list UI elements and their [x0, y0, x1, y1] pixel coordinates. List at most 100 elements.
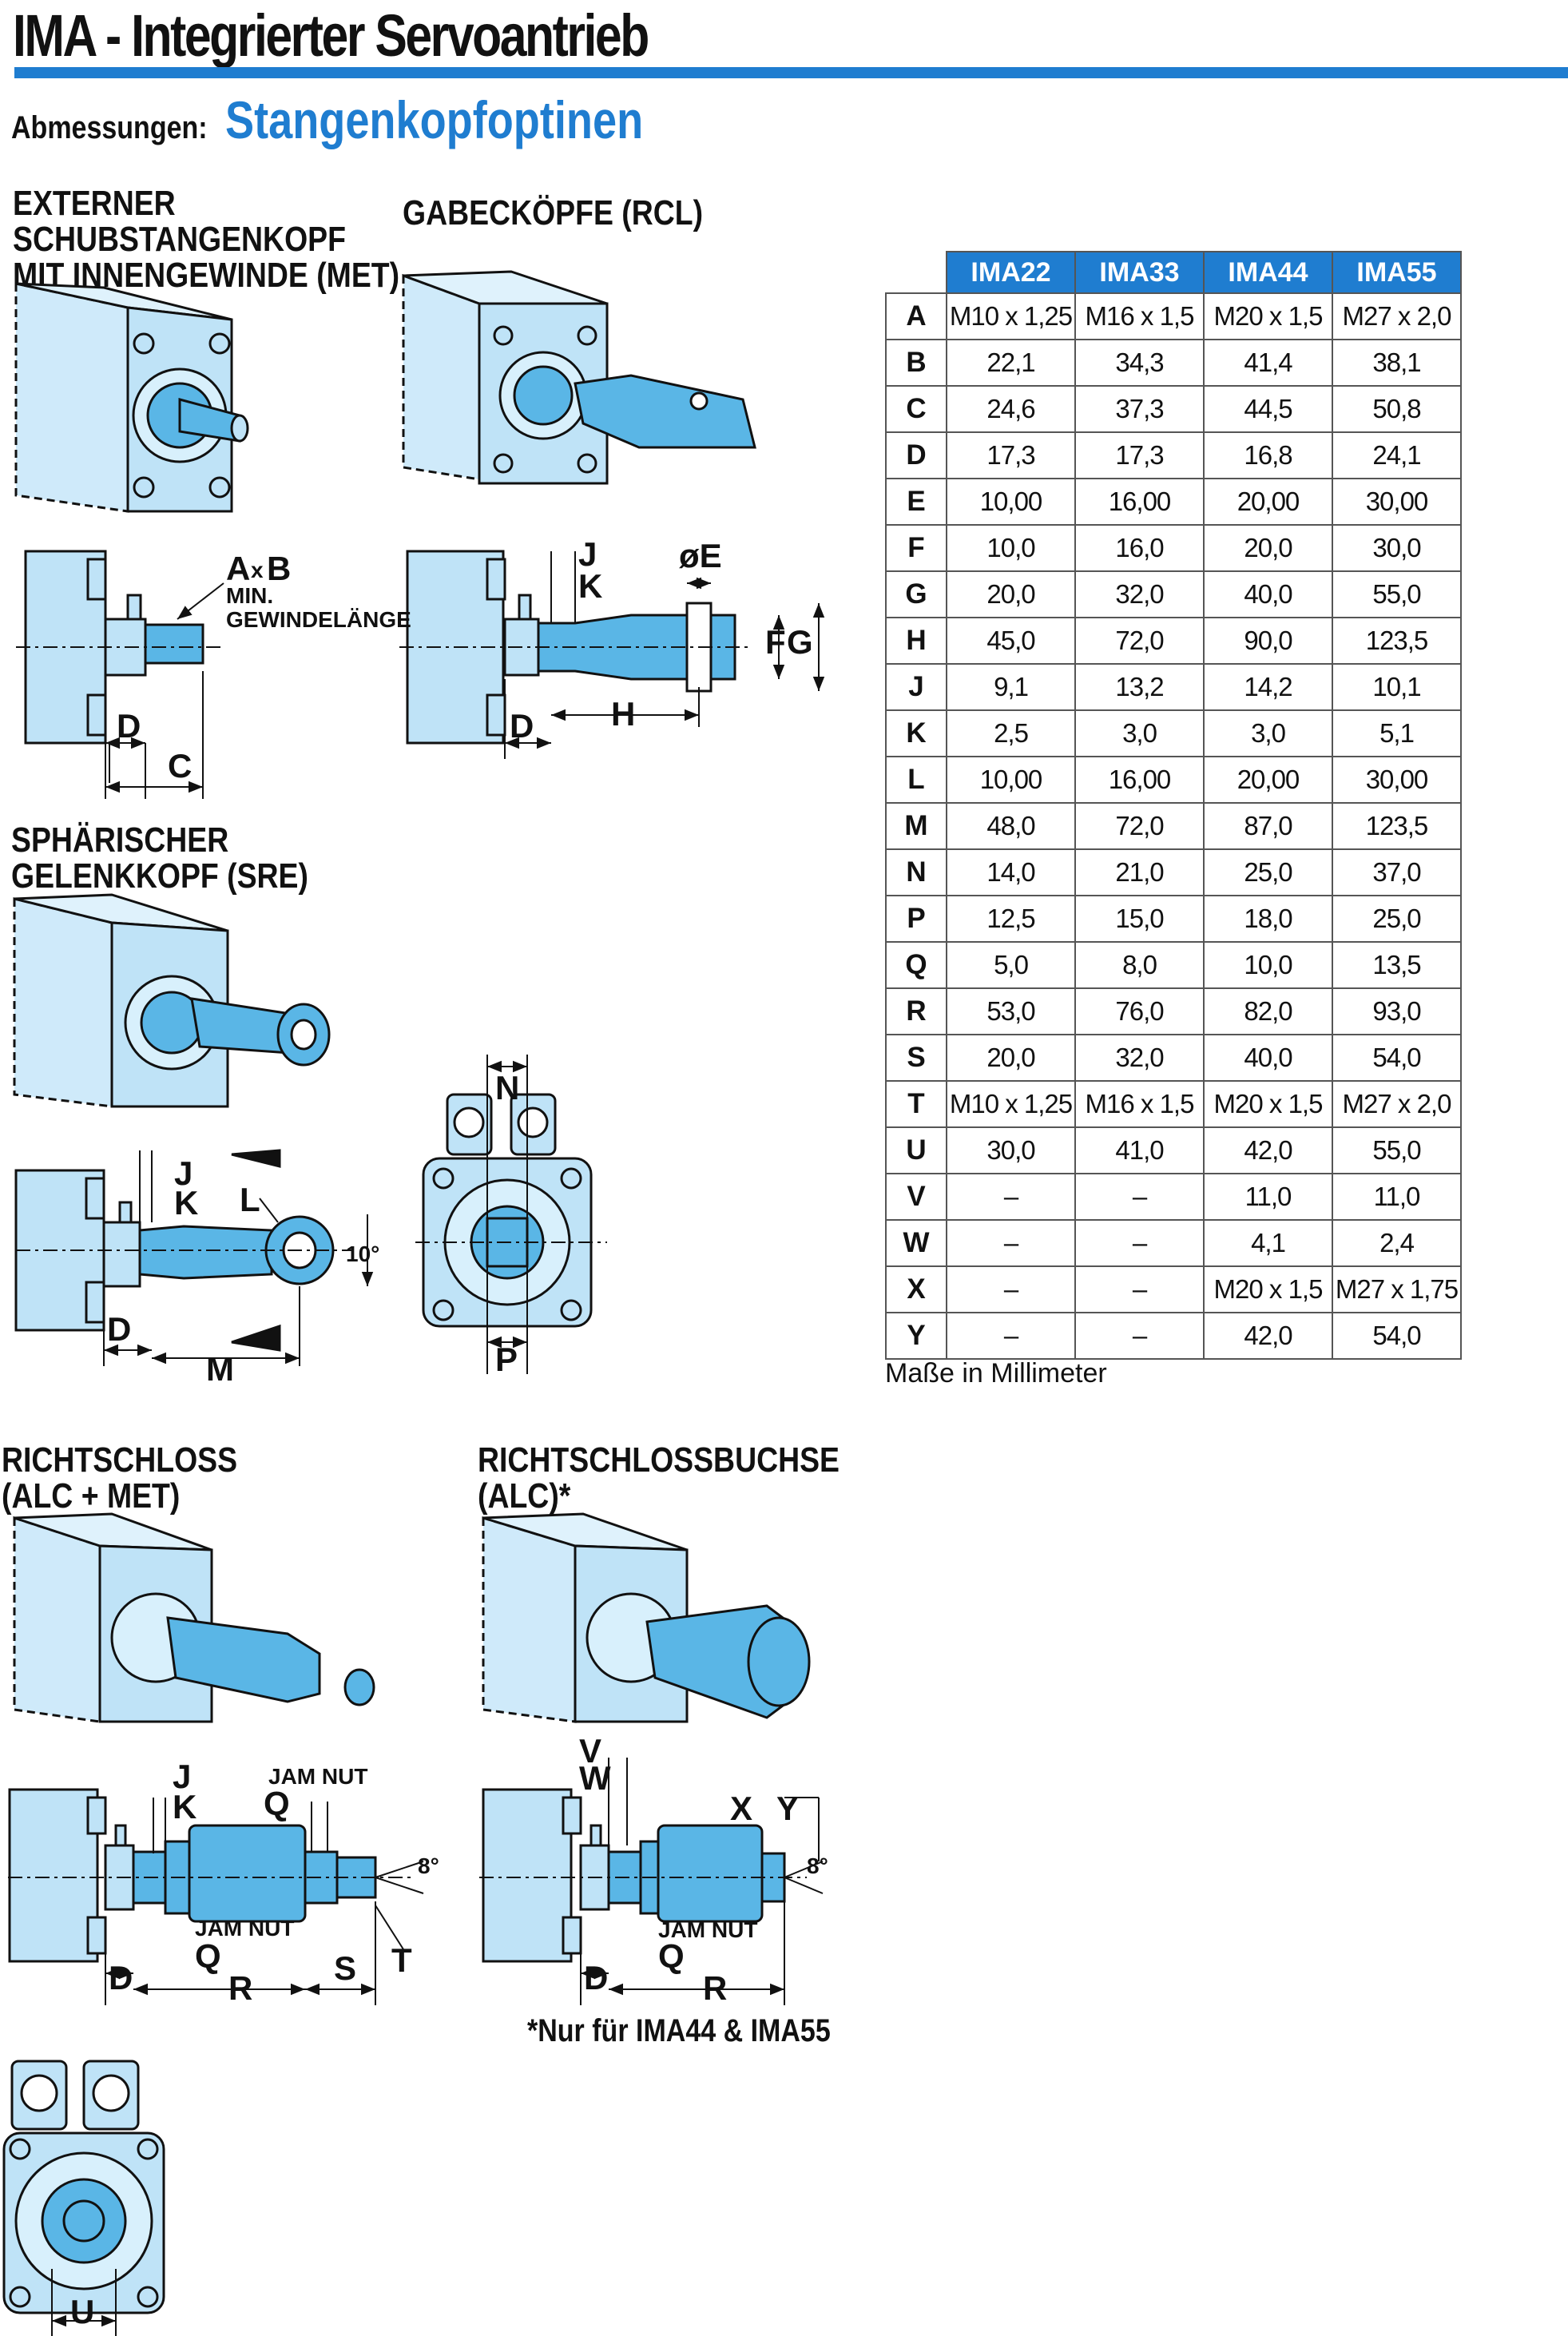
column-header: IMA55 [1332, 251, 1462, 294]
row-label: C [885, 385, 947, 433]
rcl-dimension-lines [504, 551, 825, 759]
row-label: W [885, 1219, 947, 1267]
table-cell: M20 x 1,5 [1203, 1265, 1333, 1313]
table-cell: 72,0 [1074, 617, 1205, 665]
row-label: U [885, 1126, 947, 1174]
row-label: A [885, 292, 947, 340]
table-cell: 2,5 [946, 709, 1076, 757]
sre-label-d: D [107, 1310, 132, 1348]
table-cell: 30,00 [1332, 756, 1462, 804]
table-cell: 3,0 [1203, 709, 1333, 757]
table-cell: 12,5 [946, 895, 1076, 943]
table-cell: – [946, 1265, 1076, 1313]
table-cell: 13,2 [1074, 663, 1205, 711]
table-cell: 123,5 [1332, 617, 1462, 665]
am-label-j: J [173, 1758, 192, 1795]
table-cell: 10,00 [946, 478, 1076, 526]
met-label-b: B [267, 550, 292, 587]
row-label: B [885, 339, 947, 387]
table-cell: 44,5 [1203, 385, 1333, 433]
table-cell: 42,0 [1203, 1126, 1333, 1174]
am-label-t: T [391, 1941, 412, 1979]
am-label-q: Q [195, 1937, 221, 1975]
table-cell: 22,1 [946, 339, 1076, 387]
table-cell: 17,3 [946, 431, 1076, 479]
table-cell: 11,0 [1332, 1173, 1462, 1221]
table-cell: M16 x 1,5 [1074, 292, 1205, 340]
subtitle-value: Stangenkopfoptinen [225, 90, 644, 149]
table-cell: 5,1 [1332, 709, 1462, 757]
table-cell: 55,0 [1332, 1126, 1462, 1174]
title-rule [14, 67, 1568, 78]
table-cell: 30,0 [946, 1126, 1076, 1174]
sre-dimension-lines [103, 1150, 374, 1366]
table-cell: 55,0 [1332, 570, 1462, 618]
table-cell: 72,0 [1074, 802, 1205, 850]
front-label-n: N [495, 1069, 520, 1106]
table-cell: 9,1 [946, 663, 1076, 711]
row-label: T [885, 1080, 947, 1128]
am-label-jam-bottom: JAM NUT [195, 1916, 295, 1941]
alc-iso-drawing [482, 1512, 811, 1723]
rcl-label-j: J [578, 535, 597, 573]
table-cell: M10 x 1,25 [946, 292, 1076, 340]
am-label-jam-top: JAM NUT [268, 1764, 368, 1789]
table-cell: 87,0 [1203, 802, 1333, 850]
sre-label-j: J [174, 1154, 193, 1192]
table-cell: 93,0 [1332, 987, 1462, 1035]
row-label: N [885, 848, 947, 896]
row-label: E [885, 478, 947, 526]
am-label-r: R [228, 1969, 253, 2007]
alc-label-v: V [579, 1732, 602, 1770]
table-header-row: IMA22 IMA33 IMA44 IMA55 [886, 251, 1462, 294]
table-cell: M27 x 2,0 [1332, 1080, 1462, 1128]
table-cell: 20,0 [946, 1034, 1076, 1082]
alc-label-d: D [584, 1959, 609, 1996]
table-cell: 5,0 [946, 941, 1076, 989]
alc-label-r: R [703, 1969, 728, 2007]
table-cell: 123,5 [1332, 802, 1462, 850]
heading-alc: RICHTSCHLOSSBUCHSE (ALC)* [478, 1442, 840, 1514]
table-cell: 32,0 [1074, 1034, 1205, 1082]
table-cell: 10,1 [1332, 663, 1462, 711]
table-cell: 30,0 [1332, 524, 1462, 572]
alc-met-side-drawing [8, 1788, 415, 1963]
heading-met-line2: SCHUBSTANGENKOPF [13, 220, 346, 259]
heading-rcl: GABECKÖPFE (RCL) [403, 193, 704, 232]
am-label-s: S [334, 1949, 357, 1987]
table-cell: 45,0 [946, 617, 1076, 665]
bottom-front-drawing [2, 2060, 165, 2314]
am-label-angle: 8° [418, 1853, 439, 1878]
table-cell: 16,00 [1074, 478, 1205, 526]
subtitle-label: Abmessungen: [11, 110, 208, 145]
row-label: Y [885, 1312, 947, 1360]
table-cell: 34,3 [1074, 339, 1205, 387]
alc-label-q: Q [658, 1937, 685, 1975]
rcl-label-e: øE [679, 537, 722, 574]
heading-alc-met: RICHTSCHLOSS (ALC + MET) [2, 1442, 237, 1514]
am-label-d: D [109, 1959, 133, 1996]
column-header: IMA22 [946, 251, 1076, 294]
met-label-c: C [168, 747, 193, 785]
front-label-p: P [495, 1341, 518, 1378]
alc-met-dimension-lines [105, 1798, 424, 2005]
sre-label-l: L [240, 1181, 260, 1218]
table-cell: 25,0 [1332, 895, 1462, 943]
table-corner [886, 252, 947, 294]
row-label: J [885, 663, 947, 711]
alc-label-x: X [730, 1790, 753, 1827]
table-cell: 20,00 [1203, 478, 1333, 526]
table-cell: 42,0 [1203, 1312, 1333, 1360]
row-label: X [885, 1265, 947, 1313]
table-cell: 8,0 [1074, 941, 1205, 989]
